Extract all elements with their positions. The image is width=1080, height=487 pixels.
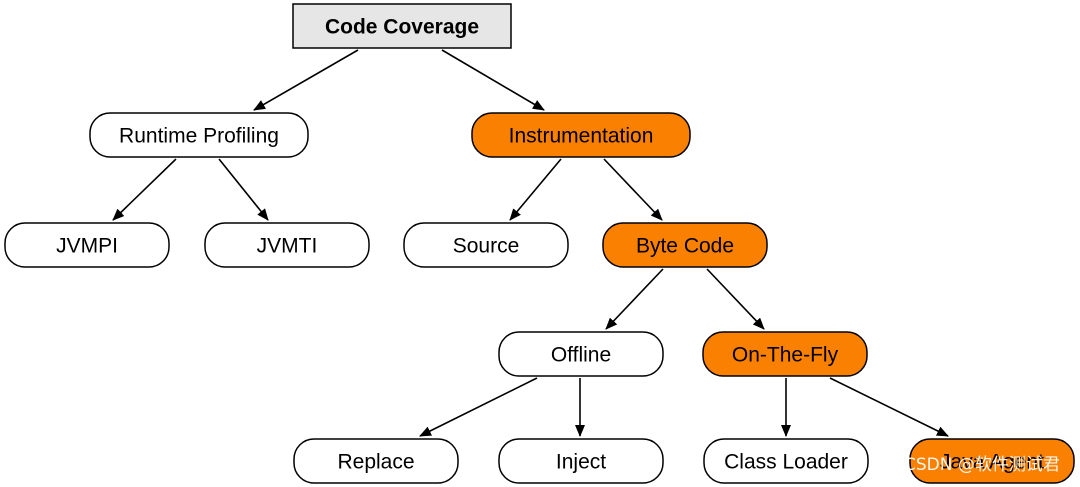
arrow-instrumentation-to-source bbox=[509, 158, 562, 221]
arrow-byte-code-to-offline bbox=[605, 268, 664, 330]
arrow-code-coverage-to-runtime-profiling bbox=[253, 49, 359, 111]
node-box bbox=[293, 438, 459, 484]
node-box bbox=[703, 438, 869, 484]
node-box bbox=[4, 222, 170, 268]
node-label: Class Loader bbox=[724, 451, 848, 474]
node-box bbox=[204, 222, 370, 268]
node-on-the-fly: On-The-Fly bbox=[702, 331, 868, 377]
node-label: JVMPI bbox=[56, 235, 118, 258]
node-java-agent: Java Agent bbox=[909, 438, 1075, 484]
node-label: Runtime Profiling bbox=[119, 125, 279, 148]
node-inject: Inject bbox=[498, 438, 664, 484]
node-label: Replace bbox=[337, 451, 414, 474]
node-byte-code: Byte Code bbox=[602, 222, 768, 268]
node-code-coverage: Code Coverage bbox=[292, 3, 512, 49]
node-box bbox=[702, 331, 868, 377]
arrow-runtime-profiling-to-jvmpi bbox=[112, 158, 177, 221]
node-runtime-profiling: Runtime Profiling bbox=[89, 112, 309, 158]
node-label: Code Coverage bbox=[325, 16, 479, 39]
node-class-loader: Class Loader bbox=[703, 438, 869, 484]
node-offline: Offline bbox=[498, 331, 664, 377]
arrow-code-coverage-to-instrumentation bbox=[441, 49, 545, 111]
node-replace: Replace bbox=[293, 438, 459, 484]
node-box bbox=[602, 222, 768, 268]
node-box bbox=[471, 112, 691, 158]
node-box bbox=[89, 112, 309, 158]
arrow-instrumentation-to-byte-code bbox=[603, 158, 663, 221]
node-box bbox=[292, 3, 512, 49]
node-box bbox=[498, 331, 664, 377]
node-label: Source bbox=[453, 235, 520, 258]
node-label: Byte Code bbox=[636, 235, 734, 258]
node-source: Source bbox=[403, 222, 569, 268]
node-label: Java Agent bbox=[940, 451, 1044, 474]
arrow-offline-to-replace bbox=[419, 377, 538, 437]
node-label: Offline bbox=[551, 344, 611, 367]
node-box bbox=[403, 222, 569, 268]
node-box bbox=[909, 438, 1075, 484]
node-label: JVMTI bbox=[257, 235, 318, 258]
node-label: On-The-Fly bbox=[732, 344, 839, 367]
arrow-on-the-fly-to-java-agent bbox=[829, 377, 949, 437]
node-jvmti: JVMTI bbox=[204, 222, 370, 268]
arrow-byte-code-to-on-the-fly bbox=[706, 268, 765, 330]
node-instrumentation: Instrumentation bbox=[471, 112, 691, 158]
arrow-runtime-profiling-to-jvmti bbox=[218, 158, 269, 221]
node-box bbox=[498, 438, 664, 484]
node-jvmpi: JVMPI bbox=[4, 222, 170, 268]
node-label: Instrumentation bbox=[509, 125, 654, 148]
node-label: Inject bbox=[556, 451, 606, 474]
edges bbox=[112, 49, 949, 437]
